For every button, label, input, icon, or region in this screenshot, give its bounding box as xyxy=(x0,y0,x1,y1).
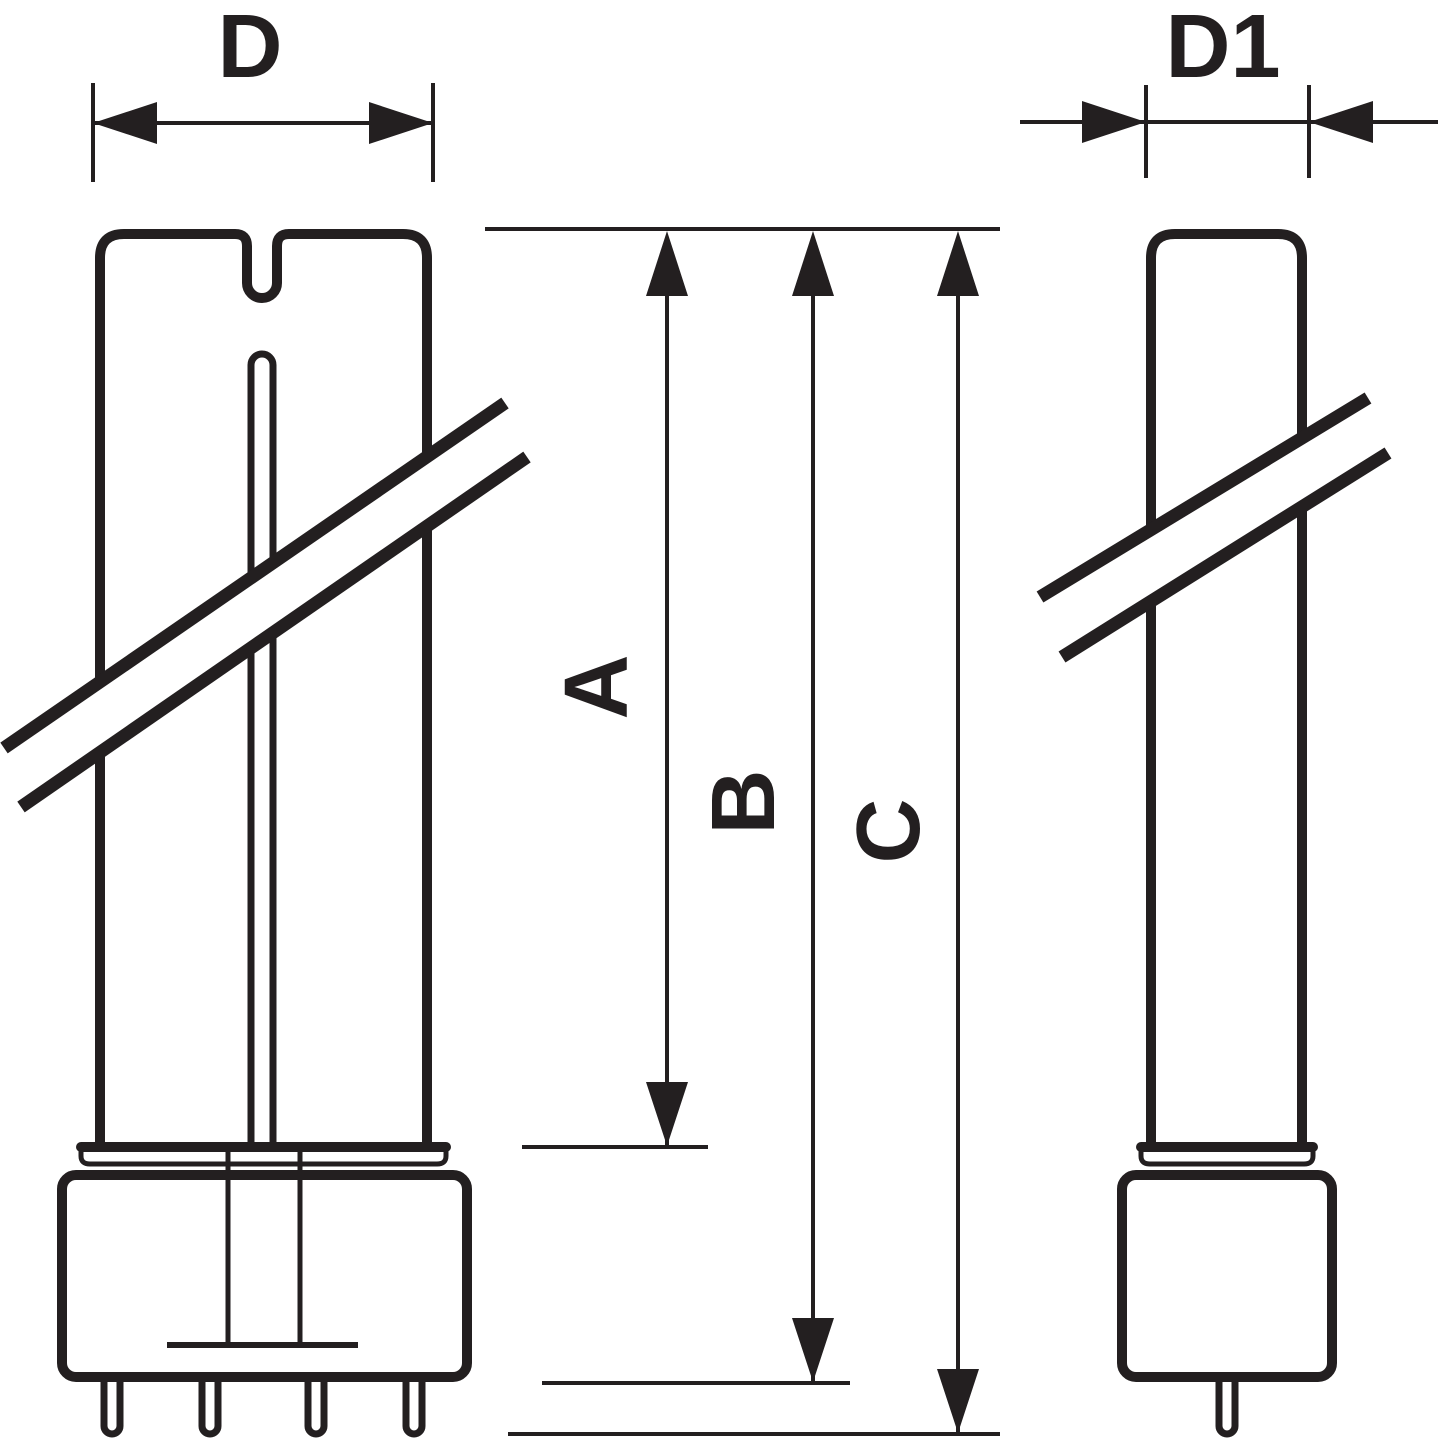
front-break-line-upper xyxy=(0,397,509,754)
side-break-mask xyxy=(1040,398,1388,657)
dim-a-arrowhead-top xyxy=(646,231,688,296)
dim-b-label: B xyxy=(694,770,794,835)
dim-d-arrowhead-right xyxy=(369,102,433,144)
side-base-housing xyxy=(1117,1170,1337,1382)
front-pin-1 xyxy=(100,1382,124,1438)
side-break-mark xyxy=(1036,392,1392,663)
dimension-b xyxy=(542,231,850,1385)
dim-c-label: C xyxy=(839,799,939,864)
side-tube-outline xyxy=(1146,229,1307,1152)
front-break-mark xyxy=(0,397,531,813)
dim-c-arrowhead-bottom xyxy=(937,1369,979,1433)
front-collar-body xyxy=(78,1150,449,1167)
dim-d1-arrowhead-left xyxy=(1082,101,1146,143)
dim-d-arrowhead-left xyxy=(93,102,157,144)
front-view-lamp xyxy=(57,229,472,1438)
front-base-housing xyxy=(57,1170,472,1382)
dim-a-arrowhead-bottom xyxy=(646,1082,688,1146)
dimension-vertical-group xyxy=(485,227,1000,1436)
dim-a-label: A xyxy=(547,655,647,720)
dim-d1-arrowhead-right xyxy=(1309,101,1373,143)
front-tube-outline xyxy=(95,229,432,1152)
front-pin-3 xyxy=(304,1382,328,1438)
front-pin-4 xyxy=(402,1382,426,1438)
dimension-d1 xyxy=(1020,85,1438,178)
dimension-c xyxy=(508,231,1000,1436)
front-tube-center-slot xyxy=(247,350,277,1151)
front-pin-2 xyxy=(198,1382,222,1438)
dim-b-arrowhead-bottom xyxy=(792,1318,834,1382)
side-pin xyxy=(1215,1382,1239,1438)
dim-d-label: D xyxy=(218,0,283,97)
front-break-line-lower xyxy=(17,451,531,813)
side-break-line-lower xyxy=(1058,447,1392,663)
dimension-labels: D D1 A B C xyxy=(218,0,1281,864)
front-break-mask xyxy=(4,403,527,807)
dim-d1-label: D1 xyxy=(1165,0,1280,97)
dim-c-arrowhead-top xyxy=(937,231,979,296)
dim-b-arrowhead-top xyxy=(792,231,834,296)
dimension-d xyxy=(91,83,435,182)
dimension-a xyxy=(522,231,708,1149)
side-view-lamp xyxy=(1117,229,1337,1438)
side-break-line-upper xyxy=(1036,392,1372,603)
side-collar-body xyxy=(1138,1150,1316,1167)
